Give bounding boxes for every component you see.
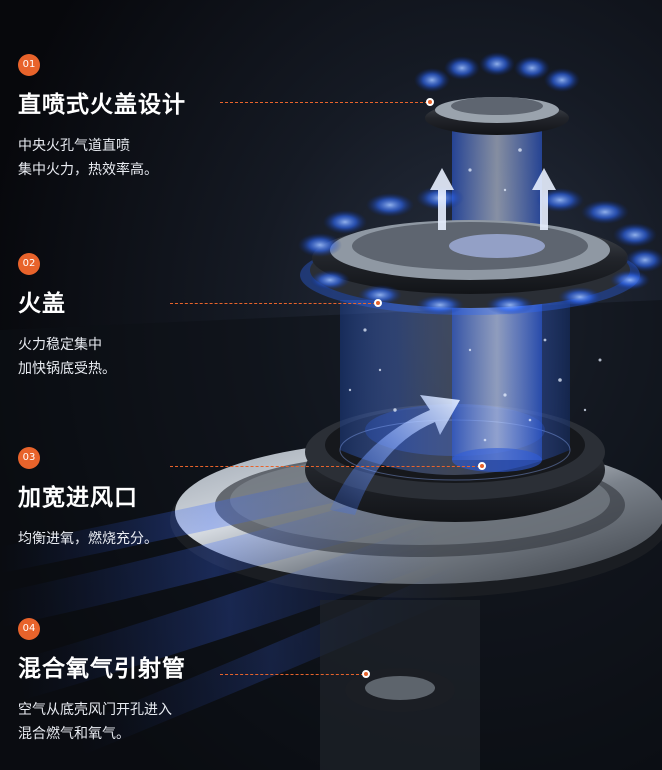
feature-title: 火盖: [18, 291, 66, 317]
feature-description: 均衡进氧，燃烧充分。: [18, 527, 158, 551]
feature-03: 03 加宽进风口 均衡进氧，燃烧充分。: [18, 447, 158, 551]
feature-title: 直喷式火盖设计: [18, 92, 186, 118]
feature-description-line: 中央火孔气道直喷: [18, 138, 130, 154]
feature-description-line: 集中火力，热效率高。: [18, 162, 158, 178]
leader-line-03: [170, 466, 480, 467]
feature-number-badge: 02: [18, 253, 40, 275]
feature-04: 04 混合氧气引射管 空气从底壳风门开孔进入 混合燃气和氧气。: [18, 618, 186, 746]
feature-number-badge: 04: [18, 618, 40, 640]
feature-description: 火力稳定集中 加快锅底受热。: [18, 333, 116, 381]
feature-description-line: 火力稳定集中: [18, 337, 102, 353]
leader-line-02: [170, 303, 376, 304]
feature-01: 01 直喷式火盖设计 中央火孔气道直喷 集中火力，热效率高。: [18, 54, 186, 182]
leader-dot-02: [374, 299, 382, 307]
feature-description-line: 加快锅底受热。: [18, 361, 116, 377]
feature-description-line: 混合燃气和氧气。: [18, 726, 130, 742]
leader-dot-03: [478, 462, 486, 470]
feature-title: 混合氧气引射管: [18, 656, 186, 682]
feature-number-badge: 03: [18, 447, 40, 469]
leader-dot-04: [362, 670, 370, 678]
leader-line-04: [220, 674, 364, 675]
leader-line-01: [220, 102, 428, 103]
feature-title: 加宽进风口: [18, 485, 138, 511]
feature-description-line: 空气从底壳风门开孔进入: [18, 702, 172, 718]
feature-description: 空气从底壳风门开孔进入 混合燃气和氧气。: [18, 698, 186, 746]
leader-dot-01: [426, 98, 434, 106]
feature-02: 02 火盖 火力稳定集中 加快锅底受热。: [18, 253, 116, 381]
feature-description-line: 均衡进氧，燃烧充分。: [18, 531, 158, 547]
feature-description: 中央火孔气道直喷 集中火力，热效率高。: [18, 134, 186, 182]
feature-number-badge: 01: [18, 54, 40, 76]
